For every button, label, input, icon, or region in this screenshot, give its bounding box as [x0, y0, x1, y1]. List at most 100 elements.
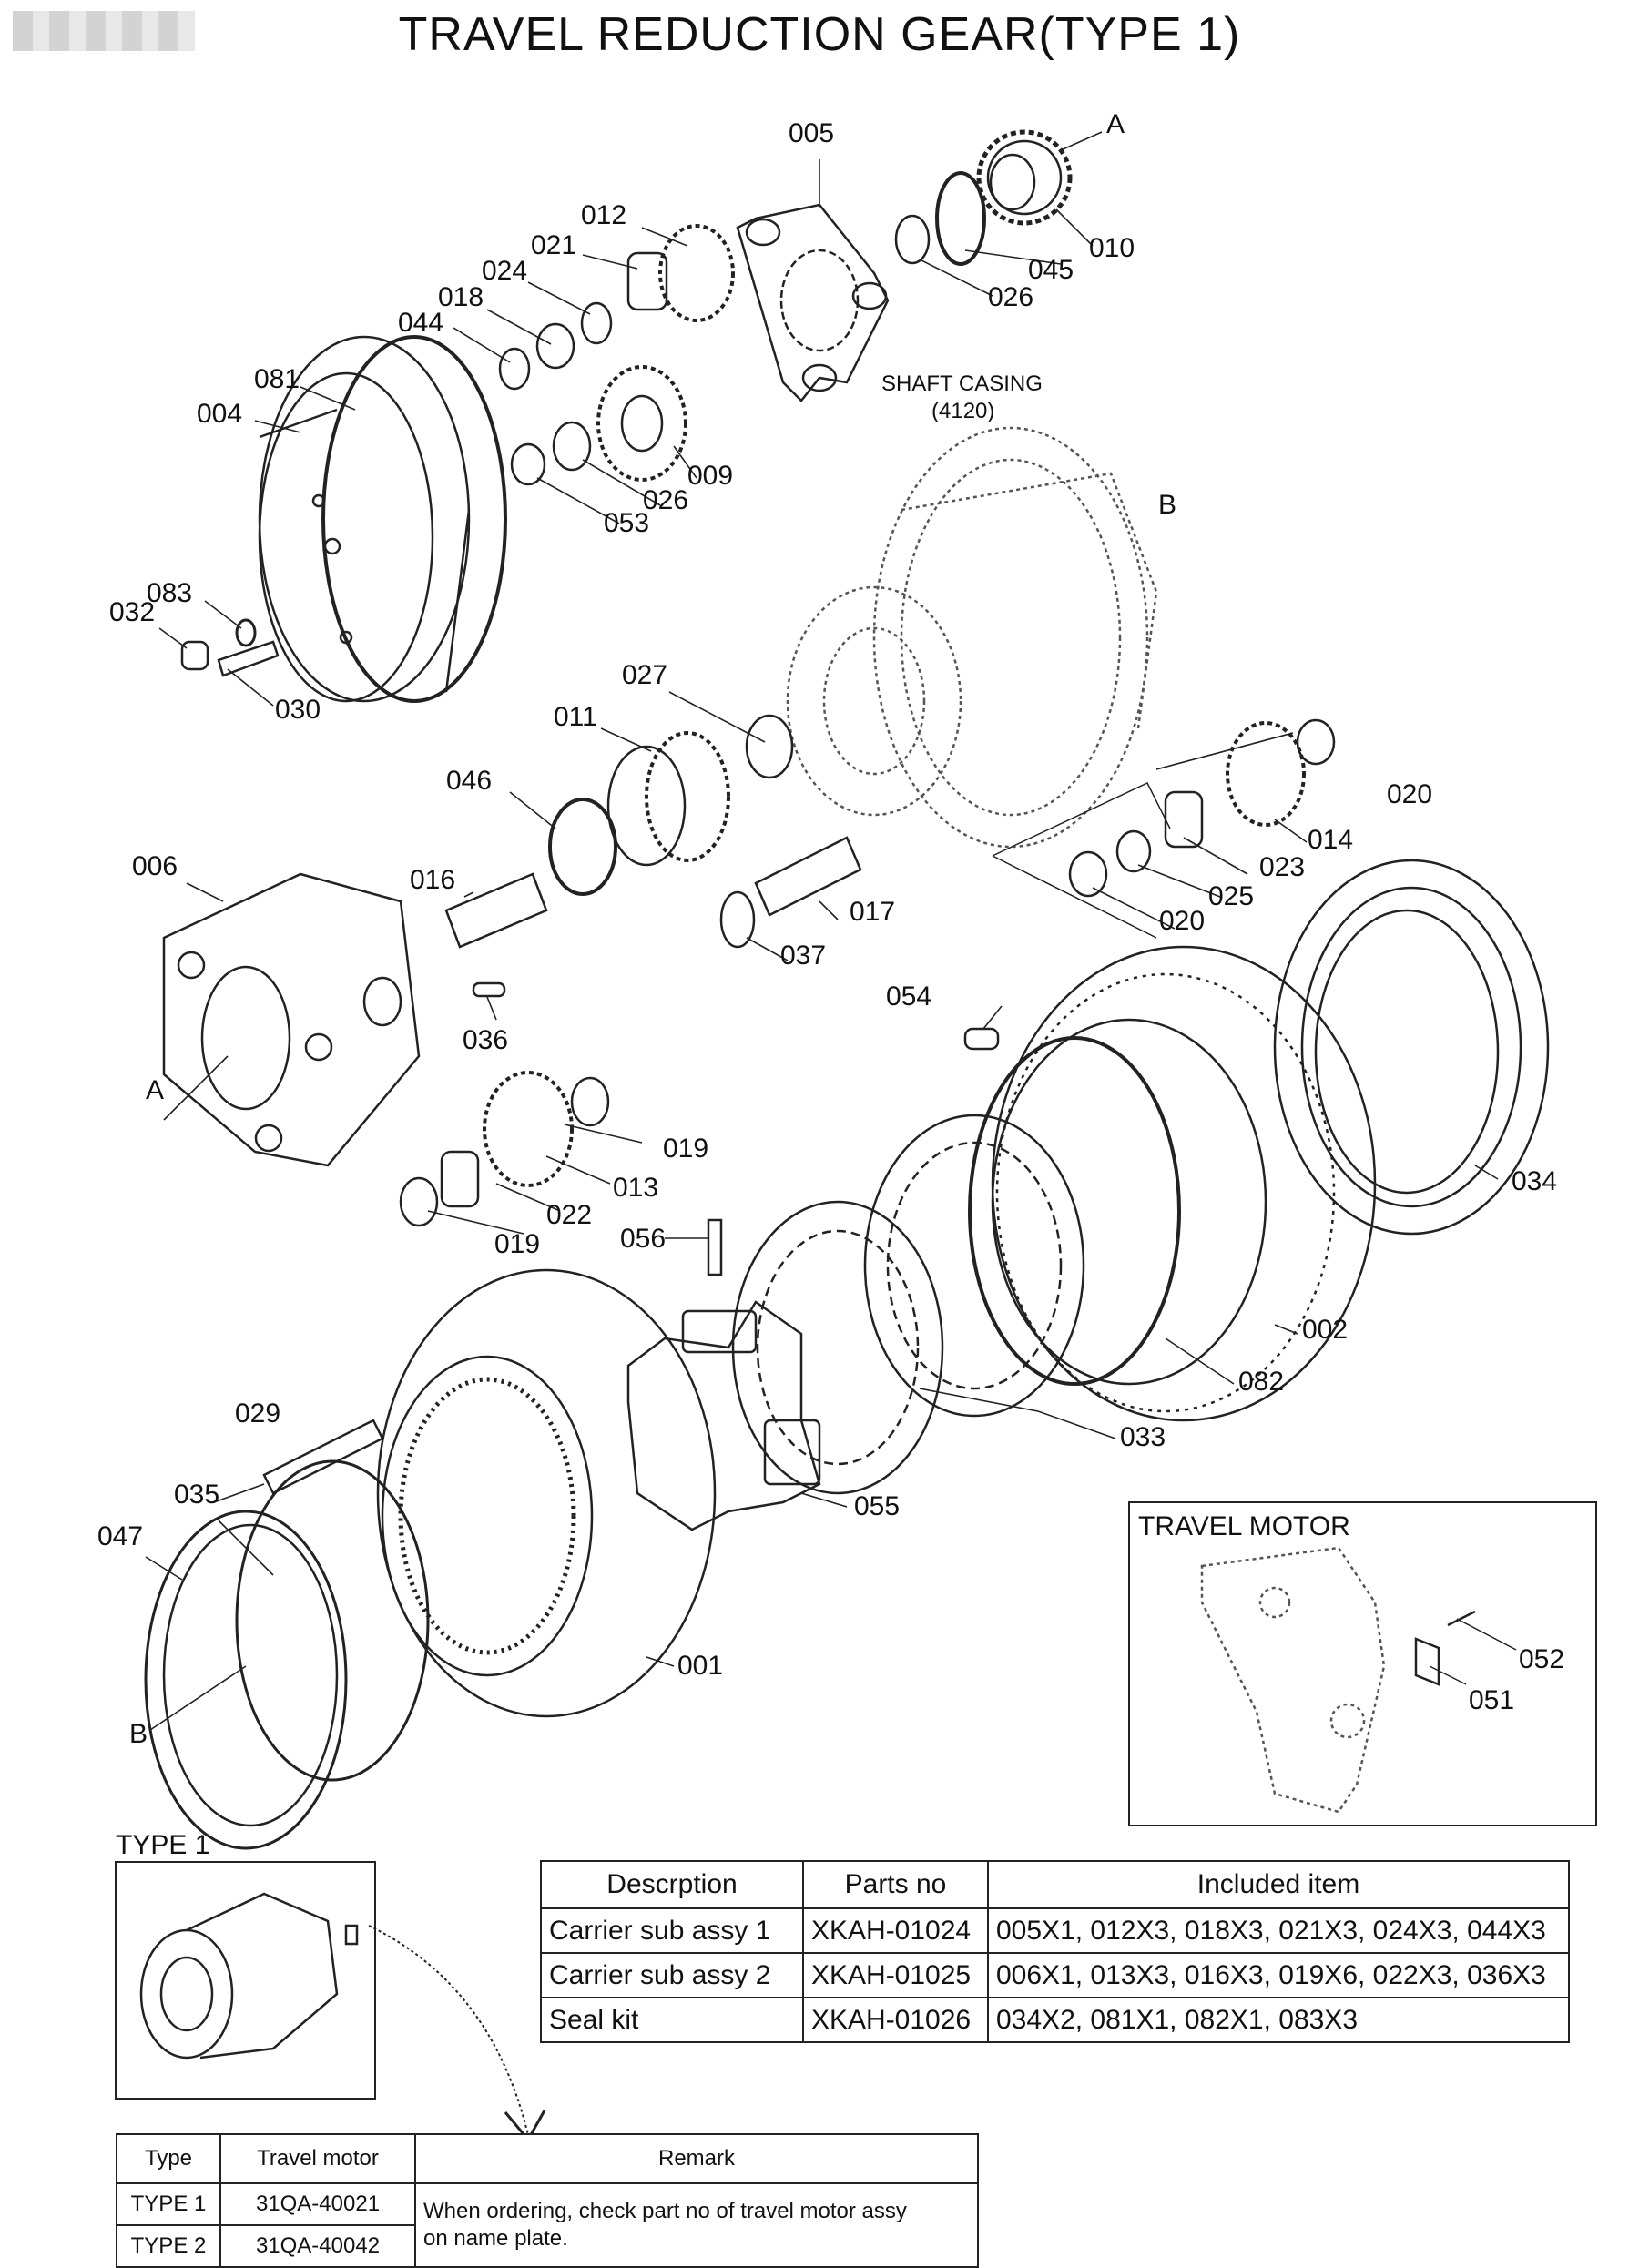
callout-081: 081	[254, 364, 300, 394]
callout-044: 044	[398, 308, 444, 338]
washer-053	[510, 442, 546, 486]
plug-032	[180, 640, 209, 671]
callout-051: 051	[1469, 1685, 1515, 1715]
type-inset-title: TYPE 1	[116, 1830, 210, 1860]
planet-gear-014	[1226, 721, 1306, 827]
brand-logo	[13, 11, 195, 51]
washer-018	[535, 322, 575, 370]
callout-046: 046	[446, 766, 493, 796]
col-remark: Remark	[414, 2133, 979, 2184]
leader-lines	[145, 131, 1499, 1731]
snap-ring-044	[498, 347, 531, 391]
travel-motor-inset-title: TRAVEL MOTOR	[1138, 1511, 1350, 1541]
callout-a-left: A	[146, 1075, 165, 1105]
col-included-item: Included item	[987, 1860, 1570, 1909]
callout-012: 012	[581, 200, 627, 230]
callout-011: 011	[554, 702, 597, 732]
table-row: Carrier sub assy 2 XKAH-01025 006X1, 013…	[540, 1952, 1570, 1998]
bolt-029	[262, 1419, 384, 1495]
table-row: TYPE 1 31QA-40021 When ordering, check p…	[116, 2182, 979, 2268]
pin-017	[754, 836, 862, 917]
pin-036	[472, 981, 506, 998]
callout-b-bottom: B	[129, 1719, 148, 1749]
callout-013: 013	[613, 1173, 659, 1203]
callout-033: 033	[1120, 1422, 1166, 1452]
cell-description: Seal kit	[540, 1997, 804, 2043]
table-row: Carrier sub assy 1 XKAH-01024 005X1, 012…	[540, 1907, 1570, 1954]
cell-description: Carrier sub assy 2	[540, 1952, 804, 1998]
bolt-030	[217, 640, 280, 677]
cell-parts-no: XKAH-01025	[802, 1952, 989, 1998]
parts-table-header: Descrption Parts no Included item	[540, 1860, 1570, 1909]
callout-a-top: A	[1106, 109, 1125, 139]
bearings-033	[731, 1114, 1085, 1495]
cell-description: Carrier sub assy 1	[540, 1907, 804, 1954]
o-ring-046	[548, 798, 617, 896]
callout-045: 045	[1028, 255, 1074, 285]
travel-motor-inset-frame	[1128, 1501, 1597, 1826]
callout-020-bot: 020	[1159, 906, 1206, 936]
callout-083: 083	[147, 578, 193, 608]
callout-034: 034	[1512, 1166, 1558, 1196]
needle-bearing-021	[626, 251, 668, 311]
carrier-005	[736, 203, 890, 402]
page-title: TRAVEL REDUCTION GEAR(TYPE 1)	[398, 8, 1241, 61]
washer-026-top	[894, 214, 931, 265]
type-table: Type Travel motor Remark TYPE 1 31QA-400…	[116, 2133, 979, 2268]
callout-014: 014	[1308, 825, 1354, 855]
o-ring-081	[321, 335, 507, 703]
callout-055: 055	[854, 1491, 901, 1521]
planet-gear-013	[483, 1071, 574, 1187]
remark-line-2: on name plate.	[423, 2226, 568, 2251]
table-row: Seal kit XKAH-01026 034X2, 081X1, 082X1,…	[540, 1997, 1570, 2043]
ring-035	[235, 1459, 430, 1782]
cell-included-item: 005X1, 012X3, 018X3, 021X3, 024X3, 044X3	[987, 1907, 1570, 1954]
col-travel-motor: Travel motor	[219, 2133, 416, 2184]
type1-assembly-sketch	[139, 1892, 359, 2060]
callout-017: 017	[850, 897, 896, 927]
gear-011	[645, 731, 730, 862]
callout-027: 027	[622, 660, 668, 690]
washer-020-top	[1296, 718, 1336, 766]
rivet-052	[1447, 1610, 1476, 1627]
pin-016	[444, 872, 548, 949]
callout-022: 022	[546, 1200, 593, 1230]
washer-020-bot	[1068, 850, 1108, 898]
callout-056: 056	[620, 1224, 667, 1254]
callout-037: 037	[780, 941, 827, 971]
washer-019-bot	[399, 1176, 439, 1227]
cell-type: TYPE 1	[116, 2182, 221, 2226]
callout-005: 005	[789, 118, 835, 148]
cell-type: TYPE 2	[116, 2224, 221, 2268]
callout-047: 047	[97, 1521, 144, 1551]
col-description: Descrption	[540, 1860, 804, 1909]
callout-026-mid: 026	[643, 485, 689, 515]
bearing-022	[440, 1150, 480, 1208]
plug-054	[963, 1027, 1000, 1051]
bearing-023	[1164, 790, 1204, 849]
washer-019-top	[570, 1076, 610, 1127]
sun-gear-a	[976, 129, 1073, 226]
callout-006: 006	[132, 851, 178, 881]
callout-b-top: B	[1158, 490, 1177, 520]
snap-ring-037	[719, 890, 756, 949]
cell-travel-motor: 31QA-40042	[219, 2224, 416, 2268]
callout-019-top: 019	[663, 1134, 709, 1164]
callout-020-top: 020	[1387, 779, 1433, 809]
shaft-casing	[786, 426, 1158, 849]
callout-024: 024	[482, 256, 528, 286]
o-ring-045	[935, 171, 986, 266]
ring-047	[144, 1510, 348, 1850]
shaft-casing-code: (4120)	[931, 399, 995, 423]
callout-010: 010	[1089, 233, 1135, 263]
callout-002: 002	[1302, 1315, 1349, 1345]
callout-030: 030	[275, 695, 321, 725]
col-type: Type	[116, 2133, 221, 2184]
type-table-header: Type Travel motor Remark	[116, 2133, 979, 2184]
cell-travel-motor: 31QA-40021	[219, 2182, 416, 2226]
cell-remark: When ordering, check part no of travel m…	[414, 2182, 979, 2268]
callout-004: 004	[197, 399, 243, 429]
callout-054: 054	[886, 981, 932, 1012]
callout-035: 035	[174, 1480, 220, 1510]
